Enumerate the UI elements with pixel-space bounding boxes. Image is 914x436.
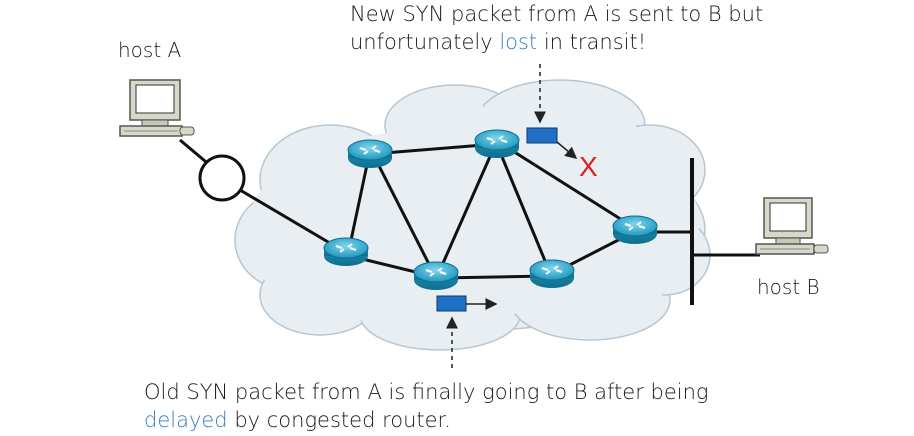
- top-caption: New SYN packet from A is sent to B but u…: [350, 0, 763, 56]
- bottom-caption-text-end: by congested router.: [227, 408, 451, 432]
- top-caption-text: unfortunately: [350, 30, 500, 54]
- network-links: [179, 138, 760, 280]
- hub-icon: [198, 154, 246, 202]
- lost-packet-arrow: [556, 141, 578, 159]
- router-icon: [413, 261, 459, 290]
- bottom-caption: Old SYN packet from A is finally going t…: [144, 378, 709, 434]
- link-r3-r4: [438, 151, 494, 271]
- link-r2-r1: [348, 159, 370, 246]
- host-b-label: host B: [757, 275, 820, 299]
- router-icon: [347, 139, 393, 168]
- delayed-highlight: delayed: [144, 408, 228, 432]
- router-icon: [612, 215, 658, 244]
- host-a-label: host A: [118, 38, 182, 62]
- computer-icon: [755, 197, 829, 255]
- top-caption-line1: New SYN packet from A is sent to B but: [350, 2, 764, 26]
- router-icon: [529, 259, 575, 288]
- link-r3-r6: [507, 146, 631, 227]
- top-caption-text-end: in transit!: [537, 30, 647, 54]
- lost-x-mark: X: [579, 151, 598, 182]
- network-cloud: [234, 79, 711, 351]
- delayed-packet: [436, 295, 467, 312]
- link-r2-r4: [374, 159, 434, 271]
- router-icon: [323, 237, 369, 266]
- computer-icon: [119, 79, 195, 137]
- bottom-caption-line2: delayed by congested router.: [144, 406, 709, 434]
- lost-packet: [526, 127, 558, 144]
- top-caption-line2: unfortunately lost in transit!: [350, 28, 763, 56]
- link-r3-r5: [498, 151, 550, 269]
- router-icon: [474, 129, 520, 158]
- bottom-caption-line1: Old SYN packet from A is finally going t…: [144, 380, 709, 404]
- link-hub-r1: [239, 188, 346, 254]
- lost-highlight: lost: [499, 30, 538, 54]
